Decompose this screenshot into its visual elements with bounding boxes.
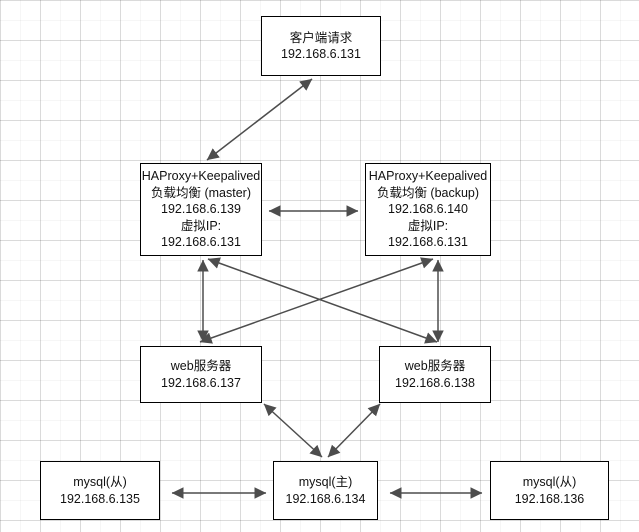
haproxy-keepalived-master-line-5: 192.168.6.131 [161,235,241,250]
haproxy-keepalived-backup-line-4: 虚拟IP: [407,218,449,233]
web-server-137-line-1: web服务器 [170,359,232,373]
mysql-slave-135[interactable]: mysql(从) 192.168.6.135 [40,461,160,520]
client-request-line-2: 192.168.6.131 [281,47,361,61]
edge-backup-to-web1 [199,257,434,344]
edge-master-to-web2 [207,257,438,344]
mysql-slave-135-line-1: mysql(从) [73,475,127,489]
client-request-line-1: 客户端请求 [289,30,353,45]
web-server-137-line-2: 192.168.6.137 [161,375,241,390]
mysql-master-134[interactable]: mysql(主) 192.168.6.134 [273,461,378,520]
mysql-master-134-line-1: mysql(主) [298,475,353,489]
haproxy-keepalived-backup-line-5: 192.168.6.131 [388,235,468,250]
client-request[interactable]: 客户端请求 192.168.6.131 [261,16,381,76]
edge-web2-to-mysql-master [327,403,381,458]
mysql-slave-136-line-2: 192.168.136 [514,491,585,506]
edge-web1-to-mysql-master [263,403,323,458]
haproxy-keepalived-backup-line-1: HAProxy+Keepalived [368,169,488,184]
haproxy-keepalived-master-line-4: 虚拟IP: [180,218,222,233]
web-server-138-line-2: 192.168.6.138 [395,375,475,390]
mysql-slave-135-line-2: 192.168.6.135 [60,491,140,506]
mysql-slave-136[interactable]: mysql(从) 192.168.136 [490,461,609,520]
edge-client-to-master [206,78,313,161]
web-server-138-line-1: web服务器 [404,359,466,373]
mysql-slave-136-line-1: mysql(从) [522,475,577,489]
haproxy-keepalived-backup-line-3: 192.168.6.140 [388,202,468,217]
haproxy-keepalived-master-line-2: 负载均衡 (master) [150,185,251,200]
haproxy-keepalived-master-line-1: HAProxy+Keepalived [141,169,261,184]
haproxy-keepalived-master-line-3: 192.168.6.139 [161,202,241,217]
web-server-137[interactable]: web服务器 192.168.6.137 [140,346,262,403]
web-server-138[interactable]: web服务器 192.168.6.138 [379,346,491,403]
haproxy-keepalived-backup-line-2: 负载均衡 (backup) [376,185,480,200]
mysql-master-134-line-2: 192.168.6.134 [285,491,366,506]
